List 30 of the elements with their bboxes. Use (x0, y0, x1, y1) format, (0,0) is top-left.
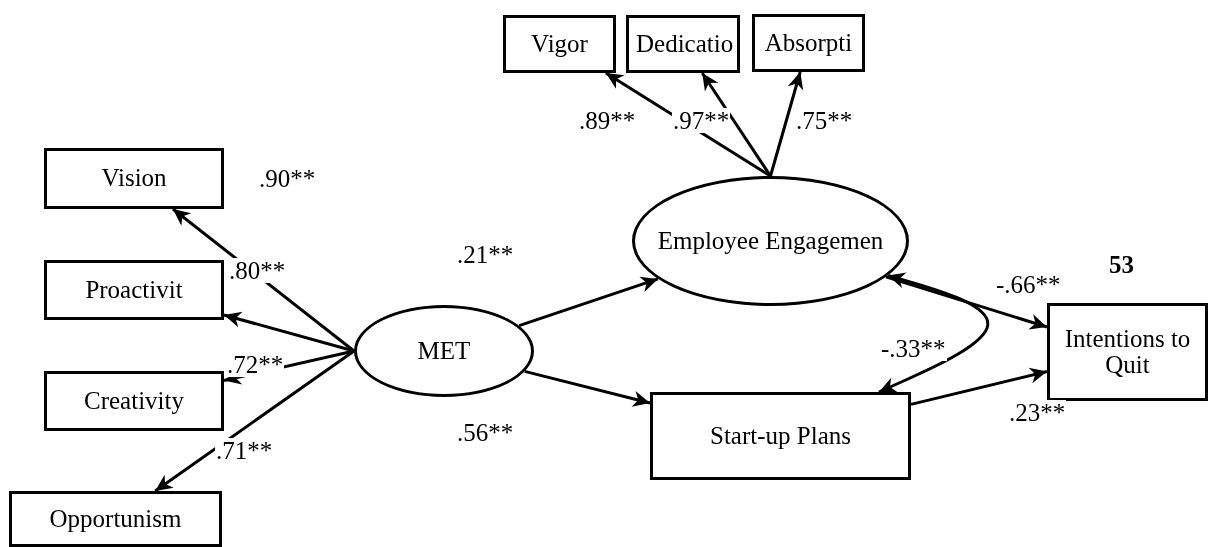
double-headed-arrow (878, 272, 990, 394)
variable-label: Absorpti (764, 29, 853, 57)
observed-variable-box (44, 260, 224, 320)
arrow (524, 369, 651, 407)
variable-label: Vision (101, 165, 167, 192)
variable-label: Employee Engagemen (657, 227, 884, 255)
observed-variable-box (44, 148, 224, 209)
edge-label: .97** (672, 108, 731, 133)
variable-label: Start-up Plans (710, 422, 851, 450)
observed-variable-box (626, 15, 740, 73)
variable-label: Vigor (531, 30, 588, 58)
page-number: 53 (1108, 252, 1135, 277)
observed-variable-box (650, 392, 911, 480)
variable-label: Intentions to Quit (1063, 325, 1192, 379)
arrow (700, 72, 772, 177)
variable-label: MET (417, 337, 471, 365)
observed-variable-box (752, 14, 865, 72)
edge-label: .80** (228, 258, 287, 283)
variable-label: Proactivit (85, 276, 183, 304)
arrow (518, 276, 659, 328)
arrow (769, 71, 804, 177)
variable-label: Creativity (84, 387, 184, 415)
observed-variable-box (9, 491, 222, 547)
arrow (910, 367, 1048, 406)
arrow (885, 275, 1048, 330)
variable-label: Opportunism (49, 505, 182, 533)
observed-variable-box (1047, 303, 1208, 401)
observed-variable-box (44, 371, 224, 431)
arrow (154, 349, 355, 493)
observed-variable-box (503, 15, 616, 73)
